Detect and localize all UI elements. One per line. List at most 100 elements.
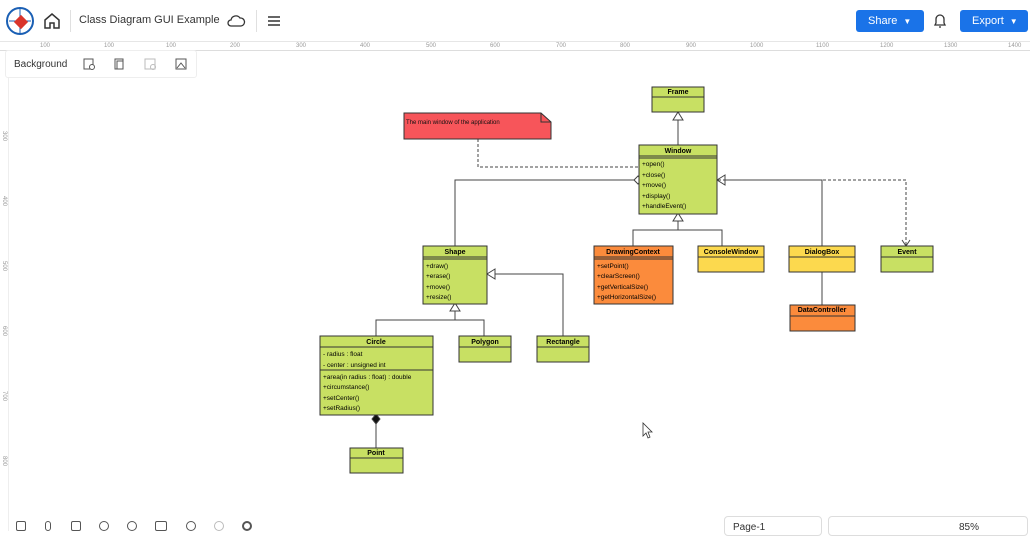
ruler-tick: 100 — [104, 43, 115, 49]
operation: +draw() — [426, 263, 448, 270]
note-text: The main window of the application — [406, 120, 500, 126]
class-event[interactable]: Event — [880, 245, 934, 273]
export-button[interactable]: Export ▼ — [960, 10, 1028, 32]
export-label: Export — [972, 15, 1004, 27]
ruler-tick: 300 — [1, 131, 7, 142]
class-name: Event — [897, 249, 917, 256]
document-title[interactable]: Class Diagram GUI Example — [79, 14, 220, 26]
timer-icon[interactable] — [127, 521, 137, 531]
ruler-tick: 700 — [1, 391, 7, 402]
note-box[interactable]: The main window of the application — [403, 112, 552, 140]
page-setup-icon[interactable] — [112, 57, 126, 71]
shape-tool-icon[interactable] — [45, 521, 51, 531]
play-icon[interactable] — [242, 521, 252, 531]
class-name: Circle — [366, 339, 386, 346]
search-icon[interactable] — [99, 521, 109, 531]
grid-icon[interactable] — [71, 521, 81, 531]
ruler-tick: 800 — [1, 456, 7, 467]
attribute: - radius : float — [323, 351, 363, 358]
operation: +handleEvent() — [642, 203, 686, 210]
ruler-tick: 1200 — [880, 43, 894, 49]
emoji-icon[interactable] — [186, 521, 196, 531]
operation: +erase() — [426, 273, 450, 280]
hamburger-menu-icon[interactable] — [266, 13, 282, 29]
note-link — [477, 139, 638, 168]
layout-icon[interactable] — [16, 521, 26, 531]
operation: +move() — [642, 182, 666, 189]
class-name: ConsoleWindow — [704, 249, 759, 256]
rectangle-shape-inheritance — [487, 273, 564, 336]
ruler-tick: 300 — [296, 43, 307, 49]
share-label: Share — [868, 15, 898, 27]
ruler-tick: 1400 — [1008, 43, 1022, 49]
operation: +area(in radius : float) : double — [323, 374, 412, 381]
operation: +open() — [642, 161, 665, 168]
operation: +setCenter() — [323, 395, 359, 402]
ruler-tick: 800 — [620, 43, 631, 49]
ruler-tick: 400 — [1, 196, 7, 207]
app-logo-icon[interactable] — [6, 7, 34, 35]
share-button[interactable]: Share ▼ — [856, 10, 924, 32]
class-point[interactable]: Point — [349, 447, 404, 474]
ruler-tick: 1000 — [750, 43, 764, 49]
divider — [70, 10, 71, 32]
top-toolbar: Class Diagram GUI Example Share ▼ Export… — [0, 0, 1030, 42]
class-name: Rectangle — [546, 339, 580, 346]
class-name: DrawingContext — [606, 249, 660, 256]
class-polygon[interactable]: Polygon — [458, 335, 512, 363]
class-circle[interactable]: Circle - radius : float - center : unsig… — [319, 335, 434, 416]
class-datacontroller[interactable]: DataController — [789, 304, 856, 332]
background-panel: Background — [5, 50, 197, 78]
cloud-save-icon[interactable] — [226, 12, 246, 30]
ruler-tick: 100 — [40, 43, 51, 49]
class-frame[interactable]: Frame — [651, 86, 705, 113]
operation: +circumstance() — [323, 384, 369, 391]
attribute: - center : unsigned int — [323, 362, 386, 369]
operation: +resize() — [426, 294, 451, 301]
class-dialogbox[interactable]: DialogBox — [788, 245, 856, 273]
caret-down-icon: ▼ — [903, 16, 912, 26]
connectors — [371, 111, 911, 448]
operation: +display() — [642, 193, 670, 200]
divider — [256, 10, 257, 32]
class-name: DialogBox — [805, 249, 840, 256]
background-image-icon[interactable] — [174, 57, 188, 71]
vertical-ruler: 300 400 500 600 700 800 — [0, 51, 9, 531]
background-color-icon[interactable] — [82, 57, 96, 71]
shape-window-aggregation — [454, 179, 634, 246]
class-name: Shape — [444, 249, 465, 256]
watermark-icon[interactable] — [143, 57, 157, 71]
page-selector[interactable]: Page-1 — [724, 516, 822, 536]
class-rectangle[interactable]: Rectangle — [536, 335, 590, 363]
horizontal-ruler: 100 100 100 200 300 400 500 600 700 800 … — [0, 42, 1030, 51]
bell-icon[interactable] — [932, 12, 948, 30]
zoom-controls[interactable]: 85% — [828, 516, 1028, 536]
home-icon[interactable] — [42, 11, 62, 31]
caret-down-icon: ▼ — [1009, 16, 1018, 26]
shape-children-connector — [375, 319, 485, 336]
ruler-tick: 1300 — [944, 43, 958, 49]
class-name: Window — [665, 148, 692, 155]
operation: +setRadius() — [323, 405, 360, 412]
class-shape[interactable]: Shape +draw() +erase() +move() +resize() — [422, 245, 488, 305]
undo-icon[interactable] — [214, 521, 224, 531]
video-icon[interactable] — [155, 521, 167, 531]
operation: +getVerticalSize() — [597, 284, 648, 291]
zoom-level: 85% — [959, 522, 980, 533]
operation: +clearScreen() — [597, 273, 640, 280]
class-drawingcontext[interactable]: DrawingContext +setPoint() +clearScreen(… — [593, 245, 674, 305]
operation: +setPoint() — [597, 263, 629, 270]
operation: +move() — [426, 284, 450, 291]
ruler-tick: 500 — [1, 261, 7, 272]
ruler-tick: 600 — [1, 326, 7, 337]
ruler-tick: 900 — [686, 43, 697, 49]
ruler-tick: 200 — [230, 43, 241, 49]
class-consolewindow[interactable]: ConsoleWindow — [697, 245, 765, 273]
class-window[interactable]: Window +open() +close() +move() +display… — [638, 144, 718, 215]
ruler-tick: 1100 — [816, 43, 829, 49]
ruler-tick: 400 — [360, 43, 371, 49]
page-label: Page-1 — [733, 522, 766, 533]
class-name: DataController — [798, 307, 847, 314]
operation: +getHorizontalSize() — [597, 294, 656, 301]
